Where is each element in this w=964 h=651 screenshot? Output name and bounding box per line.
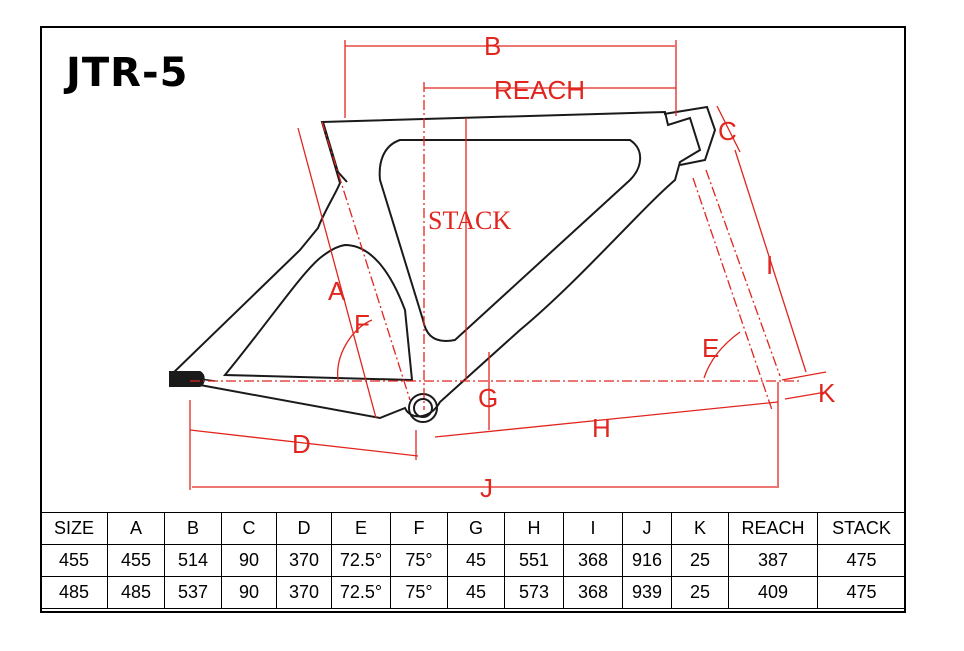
table-header: G — [447, 512, 505, 545]
table-cell: 409 — [728, 576, 818, 609]
table-cell: 368 — [563, 576, 623, 609]
table-cell: 25 — [671, 576, 729, 609]
table-cell: 537 — [164, 576, 222, 609]
table-header: K — [671, 512, 729, 545]
table-cell: 45 — [447, 576, 505, 609]
table-cell: 514 — [164, 544, 222, 577]
table-cell: 455 — [107, 544, 165, 577]
label-stack: STACK — [428, 206, 511, 235]
table-header-row: SIZE A B C D E F G H I J K REACH STACK — [40, 512, 906, 545]
seat-stay — [322, 121, 348, 183]
label-I: I — [766, 250, 773, 280]
table-header: STACK — [817, 512, 906, 545]
table-header: F — [390, 512, 448, 545]
label-C: C — [718, 116, 737, 146]
bike-frame — [169, 105, 717, 423]
dim-H-line — [434, 401, 779, 438]
bottom-bracket — [408, 393, 438, 423]
table-cell: 90 — [221, 544, 277, 577]
frame-outer-outline — [170, 110, 702, 420]
table-cell: 485 — [40, 576, 108, 609]
table-cell: 475 — [817, 576, 906, 609]
table-header: D — [276, 512, 332, 545]
label-G: G — [478, 383, 498, 413]
label-F: F — [354, 309, 370, 339]
frame-main-triangle-cutout — [378, 139, 642, 342]
table-cell: 551 — [504, 544, 564, 577]
dim-D-line — [189, 429, 419, 457]
table-row: 485 485 537 90 370 72.5° 75° 45 573 368 … — [40, 576, 906, 609]
table-cell: 72.5° — [331, 576, 391, 609]
table-cell: 455 — [40, 544, 108, 577]
table-cell: 370 — [276, 576, 332, 609]
table-cell: 90 — [221, 576, 277, 609]
table-cell: 75° — [390, 576, 448, 609]
table-cell: 75° — [390, 544, 448, 577]
table-header: C — [221, 512, 277, 545]
model-title: JTR-5 — [66, 50, 189, 96]
diagram-border — [40, 26, 906, 613]
head-tube-front — [663, 105, 717, 166]
label-D: D — [292, 429, 311, 459]
table-header: A — [107, 512, 165, 545]
dim-I-line — [734, 149, 807, 373]
table-cell: 573 — [504, 576, 564, 609]
table-cell: 475 — [817, 544, 906, 577]
dim-C-line — [716, 105, 741, 153]
table-cell: 485 — [107, 576, 165, 609]
table-header: I — [563, 512, 623, 545]
table-header: J — [622, 512, 672, 545]
label-reach: REACH — [494, 75, 585, 105]
label-H: H — [592, 413, 611, 443]
table-cell: 25 — [671, 544, 729, 577]
dim-E-arc — [703, 331, 741, 379]
table-cell: 387 — [728, 544, 818, 577]
frame-rear-triangle-cutout — [222, 243, 414, 382]
dim-F-arc — [337, 319, 373, 381]
table-cell: 916 — [622, 544, 672, 577]
table-row: 455 455 514 90 370 72.5° 75° 45 551 368 … — [40, 544, 906, 577]
dim-K-line — [781, 371, 827, 381]
label-K: K — [818, 378, 836, 408]
table-header: H — [504, 512, 564, 545]
label-B: B — [484, 31, 501, 61]
label-A: A — [328, 276, 346, 306]
table-cell: 939 — [622, 576, 672, 609]
table-cell: 72.5° — [331, 544, 391, 577]
table-header: REACH — [728, 512, 818, 545]
rear-dropout — [169, 371, 205, 387]
table-cell: 45 — [447, 544, 505, 577]
label-J: J — [480, 473, 493, 503]
table-header: E — [331, 512, 391, 545]
geometry-table: SIZE A B C D E F G H I J K REACH STACK 4… — [40, 512, 906, 609]
table-cell: 370 — [276, 544, 332, 577]
dim-A-line — [297, 127, 377, 419]
table-header: B — [164, 512, 222, 545]
table-cell: 368 — [563, 544, 623, 577]
dimension-lines — [189, 40, 827, 490]
table-header: SIZE — [40, 512, 108, 545]
label-E: E — [702, 333, 719, 363]
